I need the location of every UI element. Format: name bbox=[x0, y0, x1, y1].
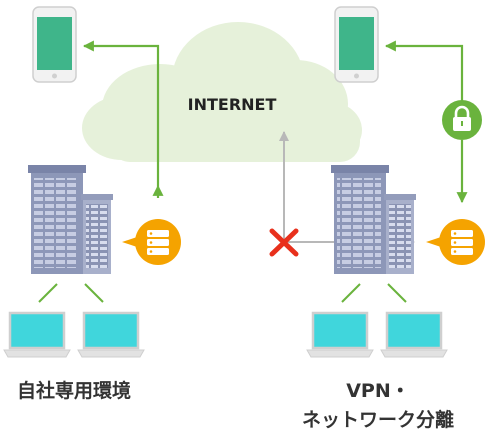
laptop-icon bbox=[306, 311, 374, 358]
building-icon bbox=[28, 165, 113, 274]
green-arrow bbox=[384, 40, 464, 104]
building-icon bbox=[331, 165, 416, 274]
lock-icon bbox=[442, 100, 482, 140]
phone-icon bbox=[32, 6, 77, 83]
laptop-icon bbox=[3, 311, 71, 358]
server-icon bbox=[426, 219, 485, 265]
laptop-icon bbox=[77, 311, 145, 358]
phone-icon bbox=[334, 6, 379, 83]
server-icon bbox=[122, 219, 181, 265]
blocked-cross-icon bbox=[269, 228, 299, 257]
caption-vpn-line1: VPN・ bbox=[346, 380, 410, 402]
internet-label: INTERNET bbox=[188, 95, 277, 114]
lan-connection-lines bbox=[38, 283, 407, 303]
internet-cloud bbox=[82, 22, 362, 162]
laptop-icon bbox=[380, 311, 448, 358]
caption-private-environment: 自社専用環境 bbox=[16, 380, 131, 402]
green-arrow bbox=[82, 40, 160, 186]
caption-vpn-line2: ネットワーク分離 bbox=[301, 409, 454, 431]
